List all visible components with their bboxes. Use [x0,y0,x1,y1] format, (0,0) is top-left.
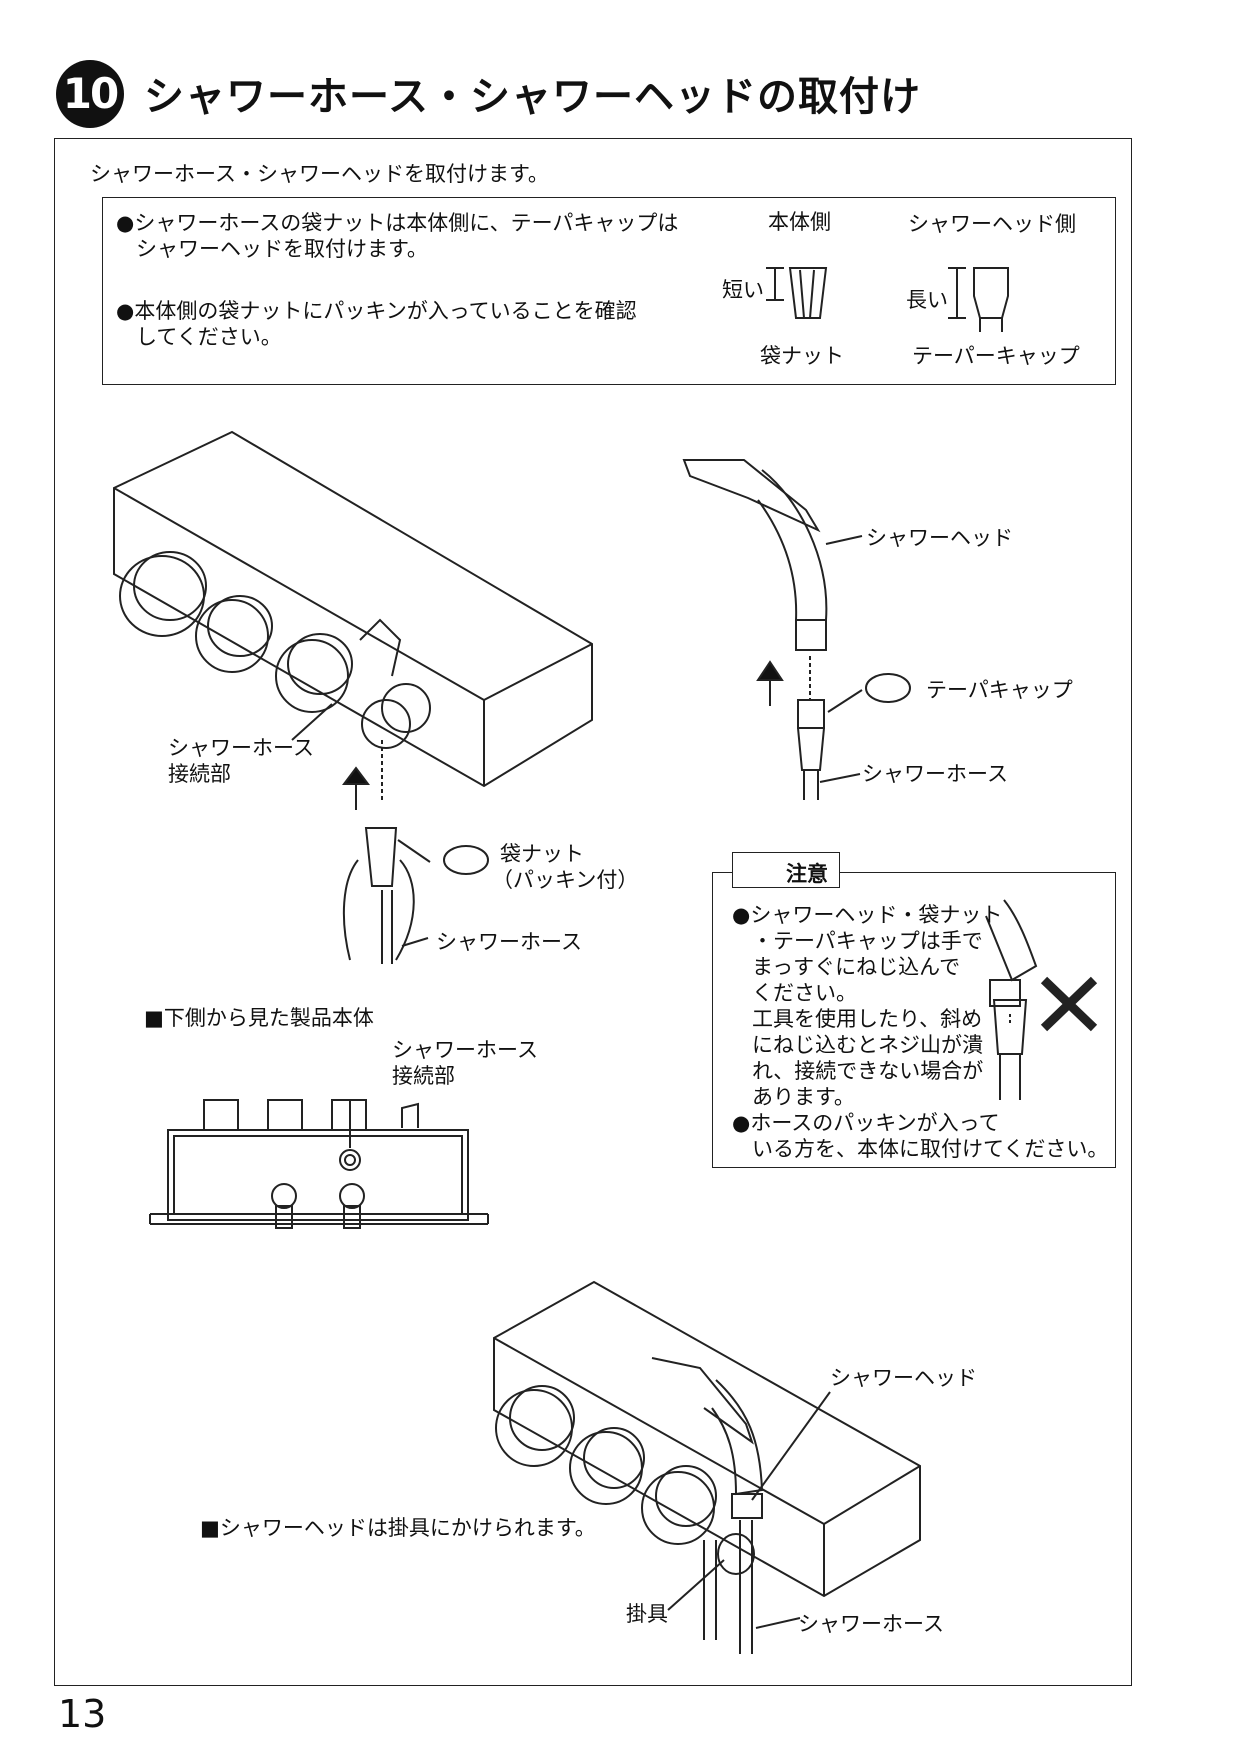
hook-shower-head-label: シャワーヘッド [830,1366,977,1390]
shower-head-drawing [682,459,911,800]
hook-note: ■シャワーヘッドは掛具にかけられます。 [200,1516,596,1540]
caution-line-9: ●ホースのパッキンが入って [732,1111,1000,1135]
caution-line-2: ・テーパキャップは手で [752,929,983,953]
caution-line-5: 工具を使用したり、斜め [752,1007,983,1031]
bottom-view-drawing [149,1099,489,1229]
caution-tab [732,852,840,888]
bottom-view-heading: ■下側から見た製品本体 [144,1006,374,1030]
shower-hose-label-head: シャワーホース [862,762,1008,786]
hook-shower-hose-label: シャワーホース [798,1612,944,1636]
bag-nut-fig-label-2: （パッキン付） [492,868,639,892]
faucet-body-drawing [113,430,593,788]
note-1-line-1: ●シャワーホースの袋ナットは本体側に、テーパキャップは [116,211,679,235]
caution-line-10: いる方を、本体に取付けてください。 [752,1137,1109,1161]
caution-line-4: ください。 [752,981,857,1005]
short-label: 短い [722,278,764,302]
shower-head-label: シャワーヘッド [866,526,1013,550]
taper-cap-drawing [948,267,1009,332]
hose-connection-label-2: 接続部 [168,762,231,786]
bag-nut-drawing [766,267,828,319]
hook-figure-drawing [493,1280,921,1654]
bottom-hose-connection-label-1: シャワーホース [392,1038,538,1062]
hand-with-nut-drawing [342,827,415,964]
caution-line-8: あります。 [752,1085,855,1109]
body-side-label: 本体側 [768,210,831,234]
hook-label: 掛具 [626,1602,668,1626]
caution-line-7: れ、接続できない場合が [752,1059,984,1083]
page-number: 13 [58,1692,107,1736]
intro-text: シャワーホース・シャワーヘッドを取付けます。 [90,162,549,186]
head-side-label: シャワーヘッド側 [908,212,1076,236]
caution-heading: 注意 [786,862,828,886]
knob-drawings [119,551,431,800]
hose-connection-label-1: シャワーホース [168,736,314,760]
caution-nut-drawing [985,899,1038,1100]
caution-line-1: ●シャワーヘッド・袋ナット [732,903,1003,927]
long-label: 長い [906,288,948,312]
shower-hose-label-main: シャワーホース [436,930,582,954]
bag-nut-label: 袋ナット [760,344,844,368]
note-box [102,197,1116,385]
step-number-badge: 10 [56,60,124,128]
caution-box [712,872,1116,1168]
caution-line-3: まっすぐにねじ込んで [752,955,961,979]
note-1-line-2: シャワーヘッドを取付けます。 [136,237,428,261]
x-mark-icon [1040,976,1098,1032]
caution-line-6: にねじ込むとネジ山が潰 [752,1033,983,1057]
note-2-line-1: ●本体側の袋ナットにパッキンが入っていることを確認 [116,299,637,323]
bottom-hose-connection-label-2: 接続部 [392,1064,455,1088]
content-frame [54,138,1132,1686]
page-title: シャワーホース・シャワーヘッドの取付け [144,74,921,120]
taper-cap-fig-label: テーパキャップ [926,678,1073,702]
bag-nut-fig-label-1: 袋ナット [500,842,584,866]
note-2-line-2: してください。 [136,325,282,349]
taper-cap-label: テーパーキャップ [912,344,1080,368]
